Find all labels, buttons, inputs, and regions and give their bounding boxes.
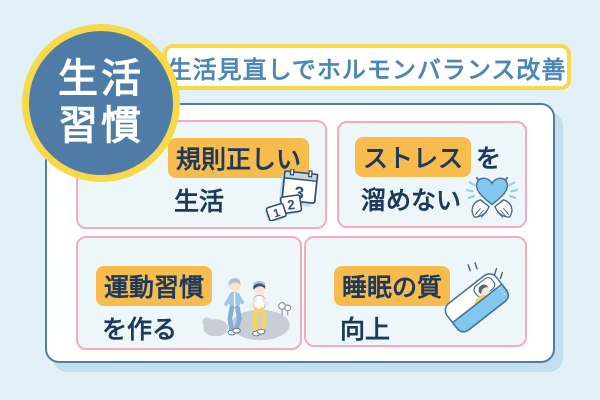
- card-exercise-text: 運動習慣 を作る: [96, 266, 217, 346]
- banner-title: 生活見直しでホルモンバランス改善: [167, 56, 567, 84]
- card-sleep-text: 睡眠の質 向上: [334, 266, 455, 346]
- calendar-icon: 3 2 1: [265, 169, 319, 221]
- calendar-page-2: 2: [286, 197, 296, 213]
- card-stress: ストレス を 溜めない: [337, 121, 527, 228]
- card-exercise: 運動習慣 を作る: [76, 236, 302, 350]
- card-line2: 溜めない: [361, 187, 462, 215]
- card-sleep: 睡眠の質 向上: [304, 236, 527, 347]
- card-stress-text: ストレス を 溜めない: [355, 137, 501, 217]
- label-suffix: を: [476, 145, 502, 173]
- highlight-label: 睡眠の質: [334, 266, 451, 306]
- header-banner: 生活見直しでホルモンバランス改善: [163, 44, 571, 90]
- highlight-label: 運動習慣: [96, 266, 213, 306]
- badge-line-1: 生活: [58, 56, 144, 101]
- sleeping-person-icon: [444, 262, 510, 333]
- calendar-page-1: 1: [272, 207, 282, 221]
- highlight-label: ストレス: [355, 137, 472, 177]
- card-regular-life-text: 規則正しい 生活: [168, 138, 314, 218]
- lifestyle-badge: 生活 習慣: [22, 24, 180, 182]
- heart-in-hands-icon: [465, 176, 519, 218]
- highlight-label: 規則正しい: [168, 138, 310, 178]
- card-line2: を作る: [102, 316, 178, 344]
- badge-line-2: 習慣: [58, 104, 144, 148]
- card-line2: 生活: [174, 188, 225, 216]
- card-line2: 向上: [340, 316, 391, 344]
- joggers-icon: [202, 277, 292, 341]
